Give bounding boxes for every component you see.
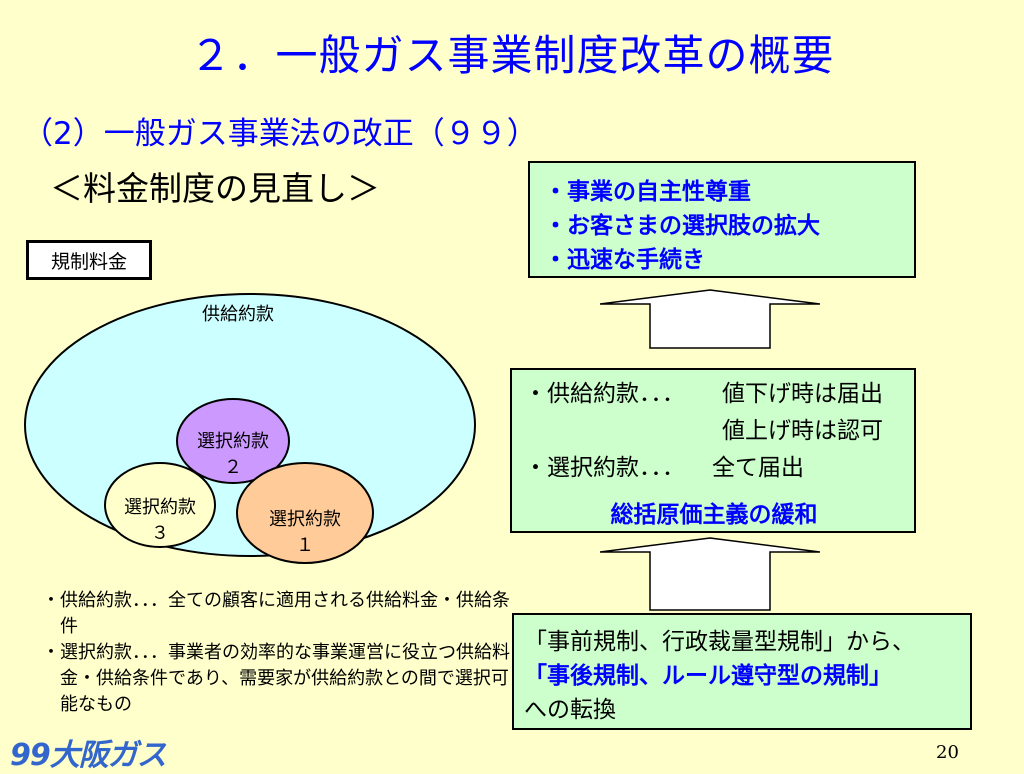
- goal-item: ・事業の自主性尊重: [544, 179, 751, 205]
- supply-tariff-label: 供給約款: [202, 304, 274, 325]
- goal-item: ・お客さまの選択肢の拡大: [544, 213, 820, 239]
- option-tariff-1-number: １: [296, 535, 314, 556]
- regulation-shift-line2: 「事後規制、ルール遵守型の規制」: [524, 663, 892, 689]
- option-tariff-rule-value: 全て届出: [712, 455, 804, 481]
- page-number: 20: [936, 742, 959, 763]
- price-reduction-rule: 値下げ時は届出: [722, 381, 883, 407]
- tariff-diagram: 供給約款 選択約款 ２ 選択約款 ３ 選択約款 １: [24, 293, 476, 564]
- osaka-gas-logo: 99大阪ガス: [10, 730, 167, 774]
- price-increase-rule: 値上げ時は認可: [722, 418, 883, 444]
- option-tariff-3-number: ３: [151, 523, 169, 544]
- note-item: ・供給約款．．．全ての顧客に適用される供給料金・供給条件: [42, 590, 510, 637]
- option-tariff-2-ellipse: [176, 398, 290, 484]
- up-arrow-upper: [600, 289, 820, 349]
- section-heading: ＜料金制度の見直し＞: [50, 169, 380, 208]
- logo-mark: 99: [10, 738, 51, 773]
- option-tariff-2-number: ２: [224, 457, 242, 478]
- slide-title: ２．一般ガス事業制度改革の概要: [189, 31, 835, 80]
- option-tariff-3-ellipse: [104, 462, 216, 548]
- option-tariff-1-ellipse: [236, 462, 374, 564]
- regulation-shift-line3: への転換: [524, 697, 616, 723]
- definitions-notes: ・供給約款．．．全ての顧客に適用される供給料金・供給条件 ・選択約款．．．事業者…: [42, 588, 512, 718]
- regulated-tariff-label: 規制料金: [26, 240, 152, 280]
- flow-arrows: [600, 289, 820, 611]
- note-item: ・選択約款．．．事業者の効率的な事業運営に役立つ供給料金・供給条件であり、需要家…: [42, 642, 510, 715]
- supply-tariff-rule-label: ・供給約款．．．: [524, 381, 685, 407]
- goal-item: ・迅速な手続き: [544, 247, 705, 273]
- approval-rules-box: ・供給約款．．． 値下げ時は届出 値上げ時は認可 ・選択約款．．． 全て届出 総…: [510, 368, 916, 533]
- cost-principle-relaxation: 総括原価主義の緩和: [610, 502, 818, 528]
- option-tariff-1-label: 選択約款: [269, 509, 341, 530]
- regulated-tariff-text: 規制料金: [50, 250, 127, 273]
- option-tariff-rule-row: ・選択約款．．． 全て届出: [524, 450, 914, 487]
- regulation-shift-box: 「事前規制、行政裁量型規制」から、 「事後規制、ルール遵守型の規制」 への転換: [512, 613, 972, 730]
- supply-tariff-rule-row: ・供給約款．．． 値下げ時は届出: [524, 376, 914, 413]
- option-tariff-3-label: 選択約款: [124, 497, 196, 518]
- option-tariff-rule-label: ・選択約款．．．: [524, 455, 685, 481]
- option-tariff-2-label: 選択約款: [197, 431, 269, 452]
- logo-text: 大阪ガス: [49, 738, 167, 773]
- slide-subtitle: （2）一般ガス事業法の改正（９９）: [22, 116, 538, 152]
- goals-box: ・事業の自主性尊重 ・お客さまの選択肢の拡大 ・迅速な手続き: [528, 161, 916, 278]
- regulation-shift-line1: 「事前規制、行政裁量型規制」から、: [524, 629, 915, 655]
- price-increase-row: 値上げ時は認可: [524, 413, 914, 450]
- up-arrow-lower: [600, 537, 820, 611]
